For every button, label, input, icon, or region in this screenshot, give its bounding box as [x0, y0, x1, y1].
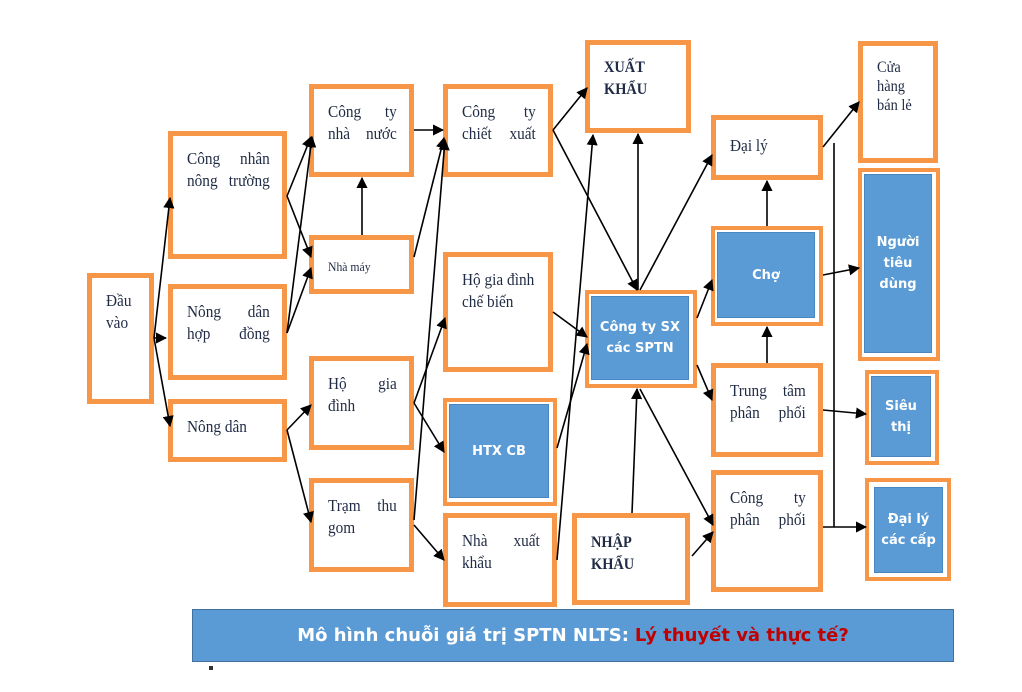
node-nguoi-tieu-dung: Người tiêu dùng [858, 168, 940, 361]
node-xuat-khau: XUẤT KHẨU [585, 40, 691, 133]
title-banner: Mô hình chuỗi giá trị SPTN NLTS: Lý thuy… [192, 609, 954, 662]
arrow-ctysx-cho [696, 278, 714, 319]
arrow-chietxuat-ctysx [552, 129, 638, 291]
node-dai-ly: Đại lý [711, 115, 823, 180]
node-nong-dan: Nông dân [168, 399, 287, 462]
arrow-hogiadinh-hgdcb [413, 316, 447, 404]
node-cua-hang-ban-le: Cửa hàng bán lẻ [858, 41, 938, 163]
node-label: Công ty nhà nước [328, 102, 397, 143]
node-trung-tam-phan-phoi: Trung tâm phân phối [711, 363, 823, 457]
arrow-nongdan-hogiadinh [286, 404, 312, 431]
arrow-tramthugom-chietxuat [413, 138, 450, 521]
arrow-tramthugom-nhaxuatkhau [413, 524, 445, 561]
node-label: Trung tâm phân phối [730, 381, 806, 422]
node-label: Trạm thu gom [328, 496, 397, 537]
arrow-daily-cuahang [822, 101, 860, 148]
node-label: Người tiêu dùng [876, 235, 920, 292]
arrow-htx-ctysx [556, 342, 590, 449]
node-cong-ty-sx-cac-sptn: Công ty SX các SPTN [585, 290, 697, 388]
arrow-nhamay-chietxuat [413, 136, 447, 258]
node-label: HTX CB [472, 443, 526, 459]
arrow-ctysx-ttpp [696, 364, 714, 402]
node-ho-gia-dinh: Hộ gia đình [309, 356, 414, 450]
banner-title: Mô hình chuỗi giá trị SPTN NLTS: [297, 625, 629, 646]
node-label: XUẤT KHẨU [604, 59, 648, 98]
arrow-cho-ntd [822, 264, 861, 276]
node-label: Công nhân nông trường [187, 149, 270, 190]
arrow-nhapkhau-ctypp [691, 531, 714, 557]
node-label: Siêu thị [885, 398, 917, 435]
arrow-ttpp-sieuthi [822, 407, 868, 419]
node-label: Đại lý [730, 136, 768, 155]
node-tram-thu-gom: Trạm thu gom [309, 478, 414, 572]
node-htx-cb: HTX CB [443, 398, 557, 506]
node-label: Công ty SX các SPTN [599, 320, 681, 356]
node-dai-ly-cac-cap: Đại lý các cấp [865, 478, 951, 581]
node-label: Công ty phân phối [730, 488, 806, 529]
node-label: Cửa hàng bán lẻ [877, 59, 912, 114]
node-label: Đại lý các cấp [881, 512, 936, 548]
arrow-congnhan-ctnn [286, 135, 313, 197]
node-cong-ty-chiet-xuat: Công ty chiết xuất [443, 84, 553, 177]
node-label: Hộ gia đình [328, 374, 397, 415]
arrow-nongdanhd-nhamay [286, 266, 313, 334]
node-label: Công ty chiết xuất [462, 102, 536, 143]
node-cong-nhan-nong-truong: Công nhân nông trường [168, 131, 287, 259]
arrow-ctysx-daily [639, 154, 713, 291]
arrow-nongdan-tramthugom [286, 429, 314, 524]
node-ho-gia-dinh-che-bien: Hộ gia đình chế biến [443, 252, 553, 372]
node-nha-may: Nhà máy [309, 235, 414, 294]
node-label: Nông dân [187, 417, 247, 436]
banner-highlight: Lý thuyết và thực tế? [634, 625, 849, 646]
node-nong-dan-hop-dong: Nông dân hợp đồng [168, 284, 287, 380]
node-dau-vao: Đầu vào [87, 273, 154, 404]
node-nhap-khau: NHẬP KHẨU [572, 513, 690, 605]
node-label: Đầu vào [106, 291, 132, 332]
node-label: NHẬP KHẨU [591, 534, 635, 573]
arrow-ctysx-ctypp [639, 388, 714, 526]
arrow-dauvao-nongdan [153, 337, 174, 428]
node-label: Nhà xuất khẩu [462, 531, 540, 572]
node-label: Hộ gia đình chế biến [462, 270, 535, 311]
arrow-chietxuat-xuatkhau [552, 87, 588, 131]
arrow-dauvao-congnhan [153, 196, 175, 339]
arrow-nhapkhau-ctysx [630, 387, 643, 514]
arrow-nongdanhd-ctnn [286, 135, 317, 334]
arrow-congnhan-nhamay [286, 195, 313, 259]
node-cong-ty-phan-phoi: Công ty phân phối [711, 470, 823, 592]
arrow-nhaxuatkhau-xuatkhau [556, 133, 598, 561]
node-label: Chợ [752, 267, 780, 283]
node-cong-ty-nha-nuoc: Công ty nhà nước [309, 84, 414, 177]
cursor-mark [209, 666, 213, 670]
node-cho: Chợ [711, 226, 823, 326]
arrow-hgdcb-ctysx [552, 311, 588, 338]
node-nha-xuat-khau: Nhà xuất khẩu [443, 513, 557, 607]
node-label: Nhà máy [328, 259, 371, 274]
arrow-hogiadinh-htx [413, 402, 445, 453]
node-label: Nông dân hợp đồng [187, 302, 270, 343]
